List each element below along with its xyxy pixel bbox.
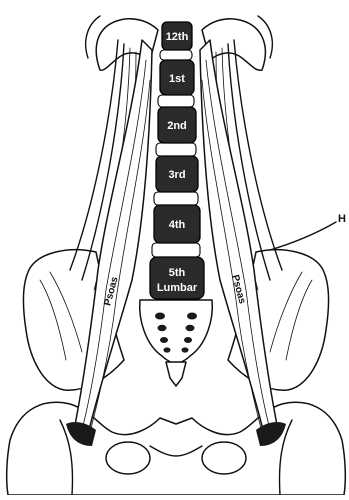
label-2nd: 2nd bbox=[167, 120, 187, 132]
callout-label: H bbox=[338, 213, 346, 225]
label-1st: 1st bbox=[169, 73, 185, 85]
label-3rd: 3rd bbox=[168, 169, 185, 181]
label-5th: 5th bbox=[169, 267, 186, 279]
label-4th: 4th bbox=[169, 219, 186, 231]
callout-h: H bbox=[270, 213, 346, 250]
callout-leader bbox=[270, 222, 336, 250]
vertebral-column bbox=[150, 22, 204, 299]
label-lumbar: Lumbar bbox=[157, 282, 198, 294]
label-12th: 12th bbox=[166, 31, 189, 43]
